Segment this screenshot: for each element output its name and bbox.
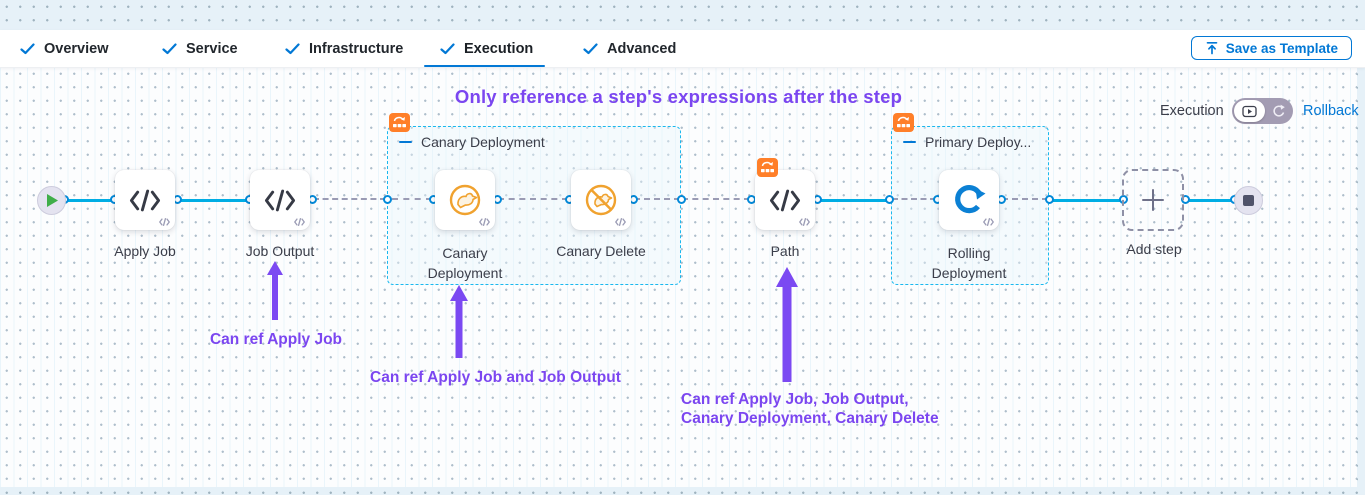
canary-bird-icon — [447, 182, 483, 218]
step-apply-job[interactable] — [115, 170, 175, 230]
check-icon — [440, 42, 455, 55]
rollback-toggle-button[interactable] — [1266, 100, 1291, 122]
port-dot[interactable] — [884, 195, 894, 204]
tab-label: Service — [186, 40, 238, 57]
code-mini-icon — [294, 218, 305, 226]
play-icon — [47, 194, 58, 207]
annotation-note: Can ref Apply Job and Job Output — [370, 369, 621, 386]
annotation-arrow-up — [450, 285, 468, 358]
pipeline-start-node — [37, 186, 66, 215]
tab-execution[interactable]: Execution — [440, 30, 533, 67]
save-as-template-button[interactable]: Save as Template — [1190, 36, 1352, 60]
group-label: Canary Deployment — [421, 134, 545, 150]
step-label: Add step — [1126, 241, 1182, 257]
tab-label: Overview — [44, 40, 109, 57]
plus-icon — [1141, 188, 1165, 212]
rolling-steps-badge-icon — [757, 158, 778, 177]
tab-infrastructure[interactable]: Infrastructure — [285, 30, 403, 67]
upload-icon — [1205, 41, 1219, 55]
port-dot[interactable] — [676, 195, 686, 204]
stop-icon — [1243, 195, 1254, 206]
annotation-note: Can ref Apply Job — [209, 331, 343, 348]
link-dashed — [634, 198, 680, 200]
minus-icon[interactable] — [903, 140, 916, 144]
annotation-note: Can ref Apply Job, Job Output, Canary De… — [681, 391, 939, 427]
step-rolling-deployment[interactable] — [939, 170, 999, 230]
annotation-arrow-up — [776, 267, 798, 382]
tab-label: Advanced — [607, 40, 677, 57]
code-mini-icon — [799, 218, 810, 226]
stage-tab-bar: Overview Service Infrastructure Executio… — [0, 30, 1365, 68]
link-dashed — [313, 198, 386, 200]
port-dot[interactable] — [1180, 195, 1190, 204]
add-step-button[interactable] — [1122, 169, 1184, 231]
pipeline-canvas[interactable]: Only reference a step's expressions afte… — [0, 67, 1359, 487]
check-icon — [285, 42, 300, 55]
tab-label: Infrastructure — [309, 40, 404, 57]
port-dot[interactable] — [382, 195, 392, 204]
code-icon — [264, 189, 296, 212]
save-as-template-label: Save as Template — [1225, 40, 1338, 56]
check-icon — [583, 42, 598, 55]
pipeline-end-node — [1234, 186, 1263, 215]
step-group-canary-deployment: Canary Deployment — [387, 126, 681, 285]
rolling-steps-badge-icon — [893, 113, 914, 132]
code-mini-icon — [983, 218, 994, 226]
step-path[interactable] — [755, 170, 815, 230]
link-dashed — [892, 198, 936, 200]
annotation-arrow-up — [267, 261, 283, 320]
step-group-primary-deployment: Primary Deploy... — [891, 126, 1049, 285]
execution-mode-label: Execution — [1160, 103, 1224, 119]
rollback-arrow-icon — [1272, 104, 1286, 118]
step-label: Apply Job — [114, 243, 176, 259]
code-icon — [769, 189, 801, 212]
link — [818, 199, 888, 202]
rollback-link[interactable]: Rollback — [1303, 103, 1359, 119]
link — [178, 199, 248, 202]
tab-advanced[interactable]: Advanced — [583, 30, 676, 67]
minus-icon[interactable] — [399, 140, 412, 144]
check-icon — [162, 42, 177, 55]
link — [1186, 199, 1233, 202]
code-mini-icon — [159, 218, 170, 226]
link-dashed — [392, 198, 432, 200]
tab-overview[interactable]: Overview — [20, 30, 109, 67]
active-tab-underline — [424, 64, 545, 67]
canary-bird-slash-icon — [583, 182, 619, 218]
rolling-arrow-icon — [952, 183, 986, 217]
step-label: Job Output — [245, 243, 315, 259]
step-label: Path — [770, 243, 800, 259]
port-dot[interactable] — [746, 195, 756, 204]
link — [1050, 199, 1122, 202]
link-dashed — [1002, 198, 1048, 200]
link-dashed — [498, 198, 568, 200]
rolling-steps-badge-icon — [389, 113, 410, 132]
link-dashed — [682, 198, 750, 200]
step-job-output[interactable] — [250, 170, 310, 230]
execution-toggle-button[interactable] — [1234, 100, 1265, 122]
step-canary-deployment[interactable] — [435, 170, 495, 230]
group-label: Primary Deploy... — [925, 134, 1032, 150]
code-mini-icon — [615, 218, 626, 226]
code-icon — [129, 189, 161, 212]
port-dot[interactable] — [1044, 195, 1054, 204]
check-icon — [20, 42, 35, 55]
tab-label: Execution — [464, 40, 534, 57]
play-box-icon — [1242, 105, 1257, 118]
link — [65, 199, 114, 202]
step-canary-delete[interactable] — [571, 170, 631, 230]
execution-rollback-toggle — [1232, 98, 1293, 124]
code-mini-icon — [479, 218, 490, 226]
tab-service[interactable]: Service — [162, 30, 238, 67]
hint-title: Only reference a step's expressions afte… — [454, 86, 903, 107]
